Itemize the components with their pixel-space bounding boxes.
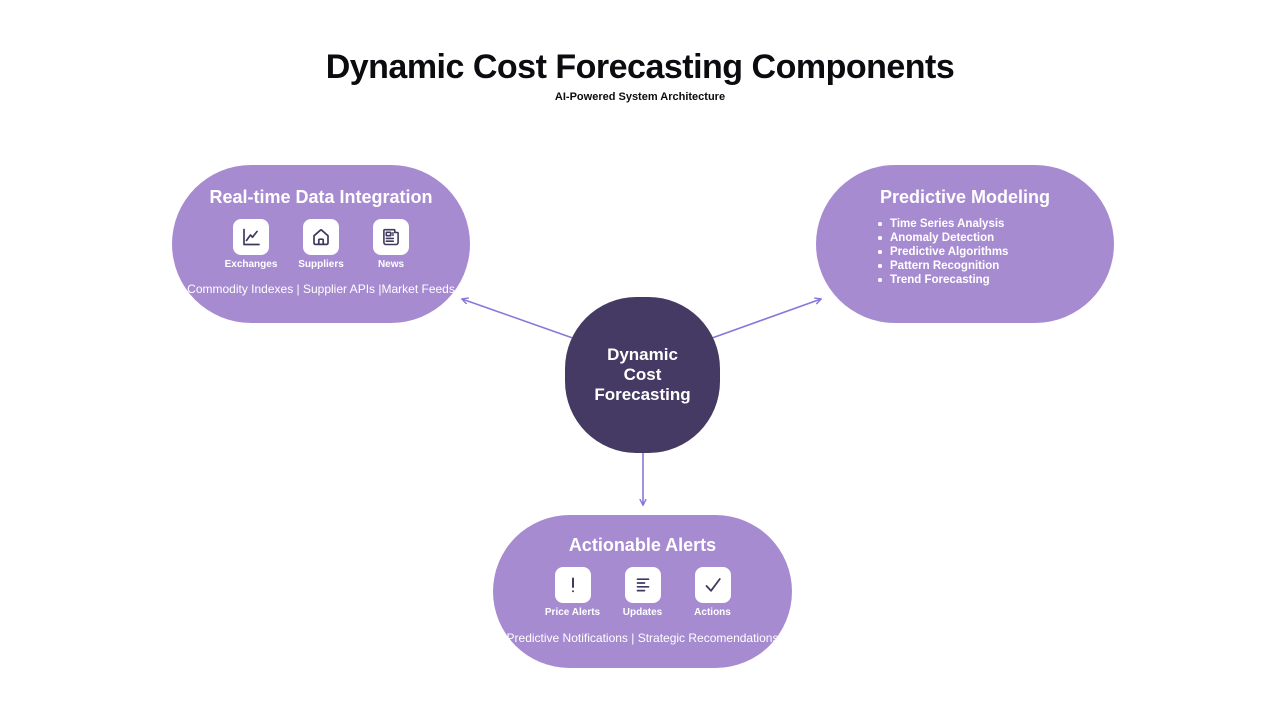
center-node-line: Dynamic [607,345,678,364]
node-footer: Commodity Indexes | Supplier APIs |Marke… [187,282,455,296]
bullet-item: Anomaly Detection [878,231,1008,245]
list-lines-icon [624,567,661,603]
node-realtime-data-integration: Real-time Data Integration Exchanges [172,165,470,323]
icon-row: Exchanges Suppliers [225,219,409,270]
icon-label: News [377,259,405,270]
home-icon [303,219,339,255]
icon-item-updates: Updates [622,567,663,618]
center-node-line: Cost [623,365,662,384]
icon-label: Updates [622,607,663,618]
icon-item-actions: Actions [694,567,731,618]
arrow-to-predictive-modeling [700,299,821,343]
bullet-item: Pattern Recognition [878,259,1008,273]
icon-label: Suppliers [298,259,344,270]
center-node-line: Forecasting [594,385,691,404]
icon-label: Exchanges [224,259,278,270]
check-icon [694,567,731,603]
page-title: Dynamic Cost Forecasting Components [325,48,955,86]
node-title: Predictive Modeling [879,187,1051,207]
icon-item-suppliers: Suppliers [298,219,344,270]
page-subtitle: AI-Powered System Architecture [554,91,726,103]
node-predictive-modeling: Predictive Modeling Time Series Analysis… [816,165,1114,323]
icon-label: Price Alerts [544,607,601,618]
arrow-to-data-integration [462,299,585,343]
node-title: Actionable Alerts [568,535,717,555]
icon-item-exchanges: Exchanges [225,219,277,270]
bullet-item: Trend Forecasting [878,273,1008,287]
icon-row: Price Alerts Updates [545,567,731,618]
node-actionable-alerts: Actionable Alerts Price Alerts [493,515,792,668]
newspaper-icon [373,219,409,255]
exclamation-icon [554,567,591,603]
icon-label: Actions [694,607,731,618]
bullet-item: Time Series Analysis [878,217,1008,231]
icon-item-news: News [373,219,409,270]
bullet-list: Time Series Analysis Anomaly Detection P… [816,217,1008,287]
node-footer: Predictive Notifications | Strategic Rec… [506,631,779,645]
chart-line-icon [233,219,269,255]
icon-item-price-alerts: Price Alerts [545,567,600,618]
bullet-item: Predictive Algorithms [878,245,1008,259]
node-title: Real-time Data Integration [209,187,433,207]
node-dynamic-cost-forecasting: Dynamic Cost Forecasting [565,297,720,453]
